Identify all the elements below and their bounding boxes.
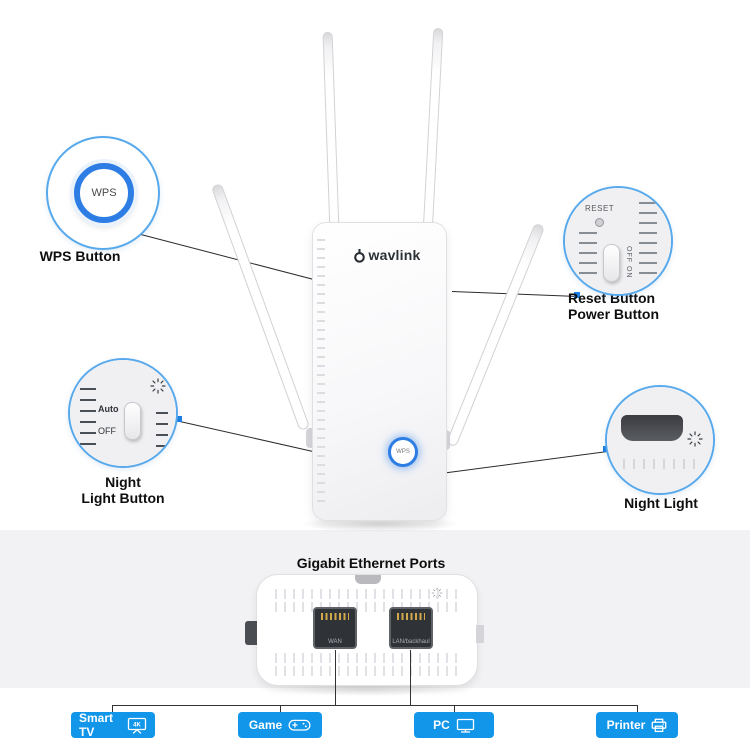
night-light-lens [621,415,683,441]
callout-wps: WPS [46,136,160,250]
monitor-icon [456,718,474,733]
vent-slots [275,589,461,599]
wps-button-illustration: WPS [74,163,134,223]
antenna-side-left [210,182,311,432]
callout-night-light-button: Auto OFF [68,358,178,468]
side-tab [476,625,484,643]
devices-bus-line [112,705,637,706]
device-wps-button: WPS [388,437,418,467]
switch-on-text: ON [625,265,632,279]
antenna-top-left [322,31,340,233]
badge-game: Game [238,712,322,738]
power-plug [245,621,257,645]
vent-dashes [579,232,597,278]
vent-dashes [156,412,168,452]
power-switch-text: OFF ON [625,246,632,286]
reset-power-caption: Reset Button Power Button [568,290,659,322]
night-light-callout-line [433,451,608,475]
vent-dashes [623,459,701,469]
vent-slots [275,653,461,663]
tv-4k-text: 4K [133,722,141,728]
badge-smart-tv: Smart TV 4K [71,711,155,739]
printer-drop-line [637,705,638,713]
extender-device-body: wavlink WPS [312,222,447,521]
wan-connection-line [335,650,336,705]
smart-tv-drop-line [112,705,113,713]
reset-pinhole [595,218,604,227]
wavlink-logo-icon [353,249,365,263]
callout-reset-power: RESET OFF ON [563,186,673,296]
wps-button-caption: WPS Button [39,248,121,264]
brand-text: wavlink [368,247,421,263]
night-button-callout-line [179,421,318,453]
light-rays-icon [687,431,703,447]
night-light-button-caption: Night Light Button [48,474,198,506]
vent-dashes [639,202,657,282]
printer-icon [651,718,667,732]
callout-night-light [605,385,715,495]
vent-slots [275,666,461,676]
badge-label: Game [248,718,283,732]
reset-caption-line1: Reset Button [568,290,656,306]
device-bottom-view: WAN LAN/backhaul [245,574,484,686]
pc-drop-line [454,705,455,713]
reset-label: RESET [585,204,615,213]
night-button-line-marker [176,416,182,422]
antenna-top-right [422,27,444,234]
power-switch-illustration [603,244,620,282]
badge-label: PC [433,718,450,732]
game-drop-line [280,705,281,713]
device-wps-label: WPS [396,449,410,455]
antenna-side-right [445,222,546,448]
badge-label: Smart TV [79,711,114,739]
port-pins [397,613,425,620]
switch-off-text: OFF [625,246,632,263]
light-rays-icon [150,378,166,394]
lan-port-label: LAN/backhaul [392,639,430,645]
vent-slots [317,239,325,505]
night-button-panel: Auto OFF [70,360,176,466]
badge-label: Printer [606,718,646,732]
ethernet-ports-title: Gigabit Ethernet Ports [296,555,446,571]
wan-port-label: WAN [328,639,342,645]
vent-dashes [80,388,96,450]
night-light-switch-illustration [124,402,141,440]
ethernet-port-wan: WAN [313,607,357,649]
mount-notch [355,575,381,584]
reset-line-marker [574,292,580,298]
ethernet-port-lan: LAN/backhaul [389,607,433,649]
port-pins [321,613,349,620]
night-caption-line2: Light Button [81,490,165,506]
auto-label: Auto [98,404,119,414]
badge-pc: PC [414,712,494,738]
night-caption-line1: Night [105,474,141,490]
reset-panel: RESET OFF ON [565,188,671,294]
wavlink-logo: wavlink [313,247,446,263]
off-label: OFF [98,426,116,436]
gamepad-icon [288,719,311,731]
lan-connection-line [410,650,411,705]
badge-printer: Printer [596,712,678,738]
night-light-caption: Night Light [624,495,698,511]
reset-caption-line2: Power Button [568,306,659,322]
vent-slots [275,602,461,612]
wps-ring-label: WPS [91,187,117,199]
night-light-panel [607,387,713,493]
tv-4k-icon: 4K [127,717,147,734]
